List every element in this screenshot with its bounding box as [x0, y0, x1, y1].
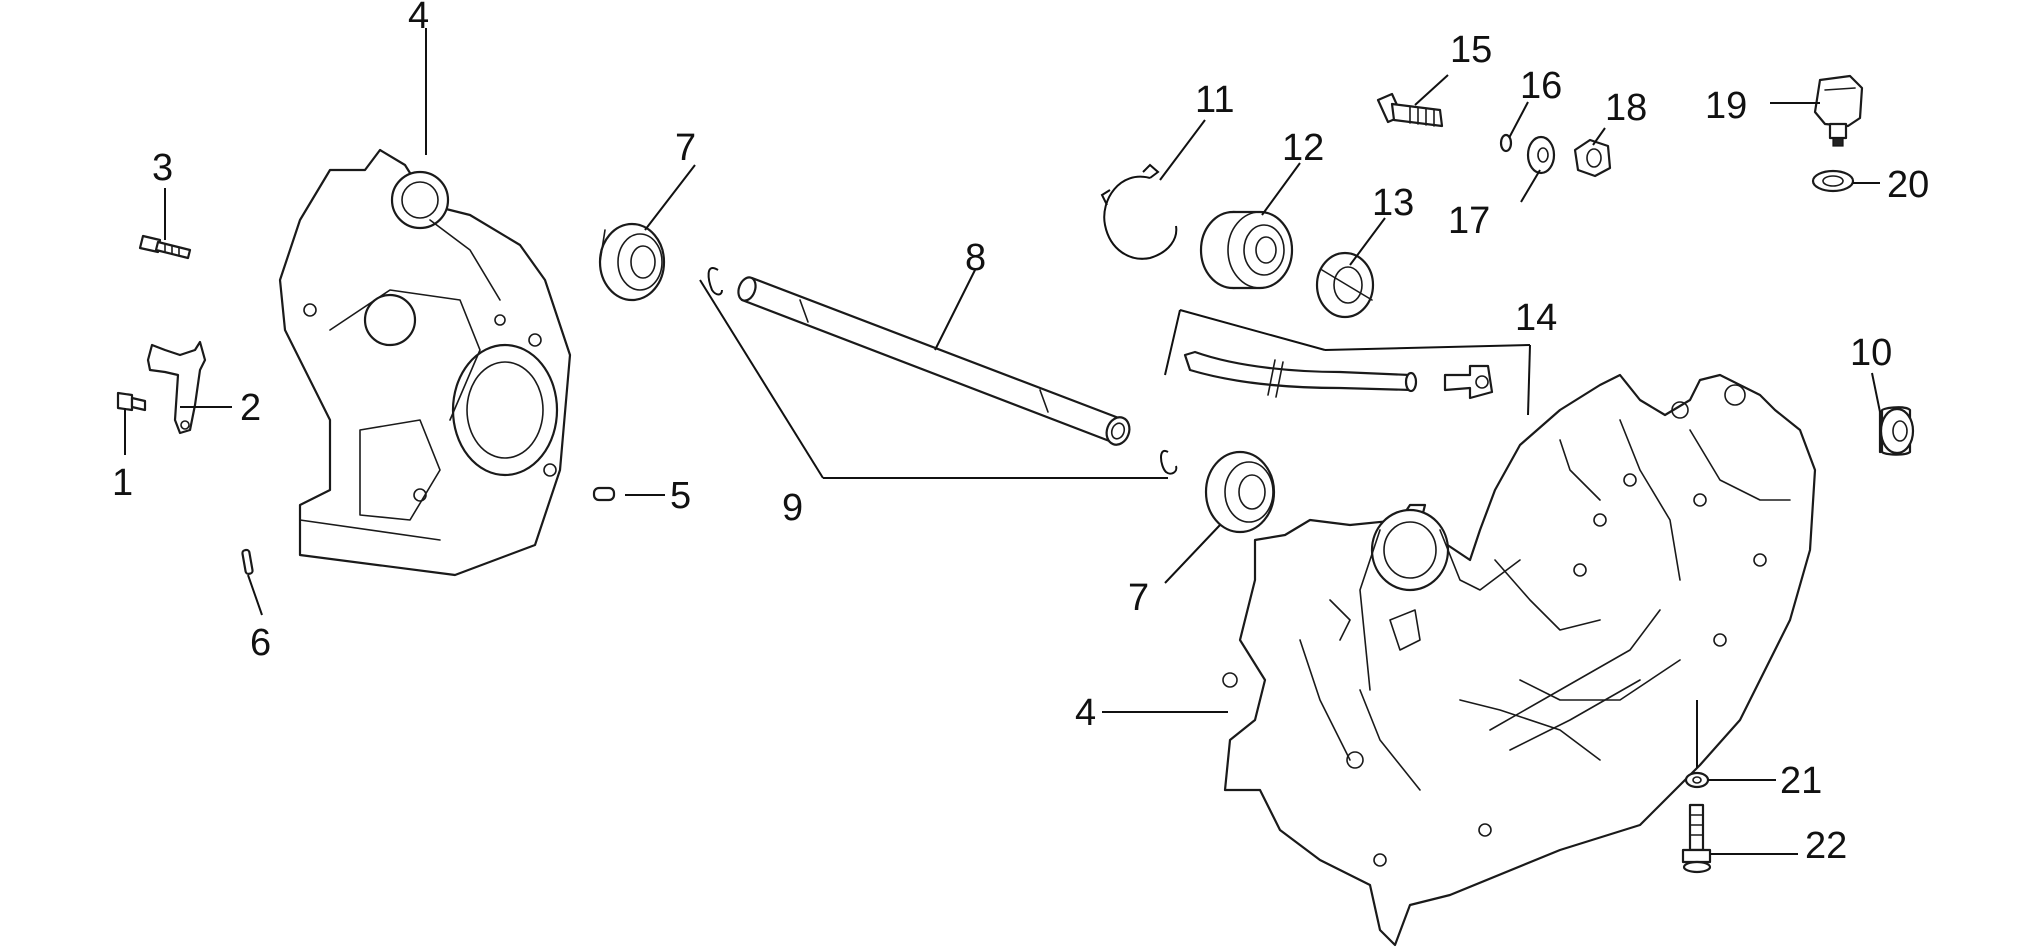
part-16-o-ring — [1499, 133, 1513, 153]
part-1-bolt — [116, 391, 147, 412]
part-13-spring-washer — [1315, 251, 1375, 319]
part-7-bearing-lower — [1204, 450, 1276, 534]
callout-9: 9 — [782, 487, 803, 529]
callout-19: 19 — [1705, 85, 1747, 127]
part-9-circlip-right — [1160, 449, 1178, 475]
callout-4-right: 4 — [1075, 692, 1096, 734]
callout-16: 16 — [1520, 65, 1562, 107]
part-5-dowel — [592, 486, 616, 502]
part-2-shift-fork — [146, 340, 207, 435]
callout-5: 5 — [670, 475, 691, 517]
callout-17: 17 — [1448, 200, 1490, 242]
part-19-switch — [1813, 74, 1864, 147]
callout-12: 12 — [1282, 127, 1324, 169]
callout-21: 21 — [1780, 760, 1822, 802]
part-11-circlip — [1100, 163, 1178, 260]
callout-14: 14 — [1515, 297, 1557, 339]
callout-4-left: 4 — [408, 0, 429, 37]
part-3-bolt — [138, 234, 192, 260]
callout-2: 2 — [240, 387, 261, 429]
left-crankcase-half — [278, 148, 572, 577]
part-14-hose-assembly — [1164, 309, 1531, 416]
part-17-washer — [1526, 135, 1556, 175]
callout-10: 10 — [1850, 332, 1892, 374]
part-12-bearing — [1199, 210, 1294, 290]
callout-11: 11 — [1195, 79, 1234, 121]
callout-13: 13 — [1372, 182, 1414, 224]
callout-7-upper: 7 — [675, 127, 696, 169]
part-15-bolt — [1376, 92, 1444, 128]
part-7-bearing-upper — [598, 222, 666, 302]
part-22-bolt — [1681, 803, 1712, 874]
callout-labels: 4 3 2 1 6 5 7 8 9 7 11 12 13 14 15 16 17… — [112, 0, 1929, 867]
callout-3: 3 — [152, 147, 173, 189]
callout-7-lower: 7 — [1128, 577, 1149, 619]
part-18-nut — [1573, 138, 1612, 178]
callout-18: 18 — [1605, 87, 1647, 129]
callout-22: 22 — [1805, 825, 1847, 867]
leader-lines — [124, 28, 1881, 855]
callout-8: 8 — [965, 237, 986, 279]
part-20-washer — [1811, 169, 1855, 193]
callout-20: 20 — [1887, 164, 1929, 206]
right-crankcase-half — [1222, 373, 1817, 947]
callout-1: 1 — [112, 462, 133, 504]
callout-6: 6 — [250, 622, 271, 664]
callout-15: 15 — [1450, 29, 1492, 71]
part-10-bushing — [1878, 406, 1915, 456]
part-8-shaft — [737, 276, 1131, 446]
part-21-washer — [1684, 771, 1710, 789]
part-6-pin — [241, 548, 254, 575]
part-9-circlip-left — [707, 267, 723, 296]
